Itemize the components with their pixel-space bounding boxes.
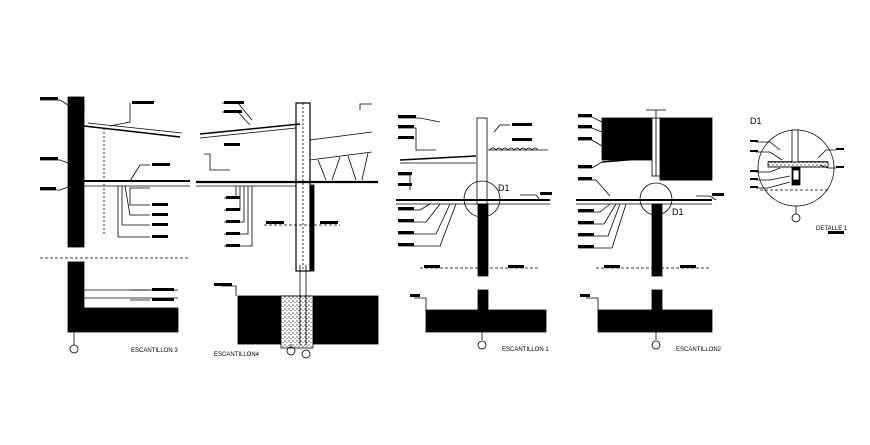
section-detalle-1: [750, 129, 844, 234]
section-escantillon-1: [396, 115, 552, 350]
title-escantillon-4: ESCANTILLON4: [214, 352, 260, 358]
title-escantillon-1: ESCANTILLON 1: [502, 347, 549, 353]
callout-d1-escantillon-1: D1: [498, 183, 510, 193]
callout-d1-escantillon-2: D1: [672, 207, 684, 217]
section-escantillon-4: [196, 101, 379, 359]
title-escantillon-2: ESCANTILLON2: [676, 347, 722, 353]
callout-d1-detalle: D1: [750, 116, 762, 126]
section-escantillon-3: [40, 96, 190, 354]
section-escantillon-2: [576, 109, 724, 350]
title-detalle-1: DETALLE 1: [816, 226, 848, 232]
title-escantillon-3: ESCANTILLON 3: [131, 348, 178, 354]
